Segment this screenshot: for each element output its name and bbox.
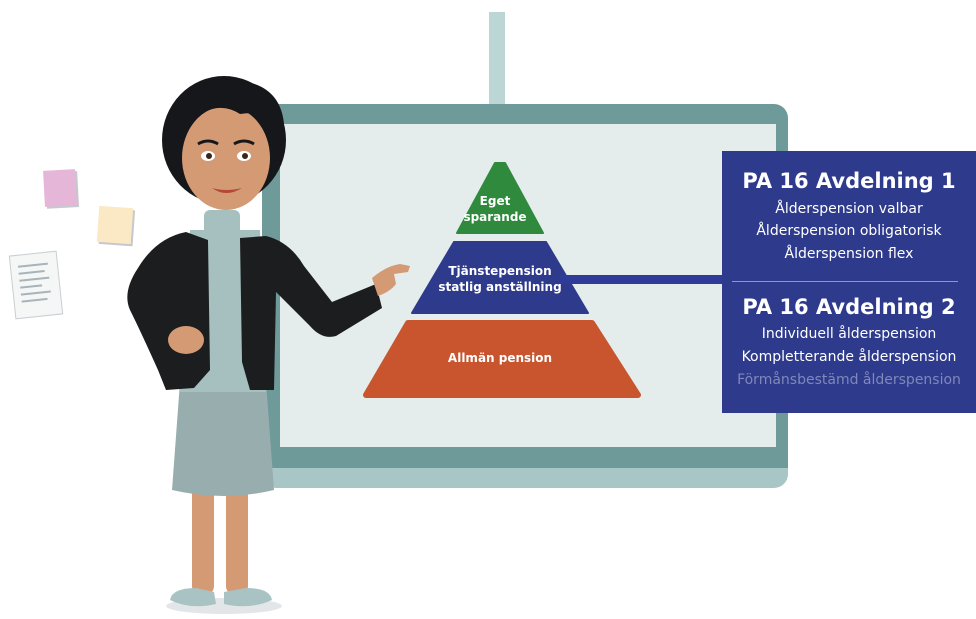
left-shoe [170,588,216,607]
pyramid-tier-top [456,162,544,234]
left-brow [197,139,219,146]
connector-line [560,275,740,284]
pyramid-label-middle: Tjänstepension statlig anställning [430,263,570,295]
section1-item: Ålderspension obligatorisk [756,223,942,239]
pyramid-top-text: Eget sparande [463,194,527,224]
pyramid-middle-line2: statlig anställning [438,280,562,294]
section2-item: Individuell ålderspension [761,326,937,342]
section1-item: Ålderspension valbar [775,201,923,217]
section1-title: PA 16 Avdelning 1 [742,169,956,193]
jacket-left [127,232,210,390]
pointing-hand [372,264,410,296]
right-leg [226,470,248,595]
info-panel: PA 16 Avdelning 1 Ålderspension valbar Å… [722,151,976,413]
pyramid-tier-middle [411,241,589,314]
document-paper [8,250,64,320]
turtleneck [204,210,240,244]
presenter-illustration [127,76,410,614]
panel-divider [732,281,958,282]
pyramid-label-top: Eget sparande [455,193,535,225]
right-shoe [224,588,272,607]
smile [212,188,242,193]
section1-item: Ålderspension flex [784,246,914,262]
pyramid-middle-line1: Tjänstepension [448,264,552,278]
hair-top [172,79,284,132]
pyramid-label-bottom: Allmän pension [430,350,570,366]
right-brow [233,139,255,146]
jacket-right [240,236,382,390]
section2-item: Kompletterande ålderspension [741,349,957,365]
whiteboard-base [262,468,788,488]
section2-title: PA 16 Avdelning 2 [742,295,956,319]
sticky-note-pink [43,169,77,207]
left-leg [192,470,214,595]
face [182,106,270,210]
pyramid-bottom-text: Allmän pension [447,351,553,365]
section2-item: Förmånsbestämd ålderspension [737,372,961,388]
board-pole [489,12,505,108]
hip-hand [168,326,204,354]
pension-pyramid [363,162,641,398]
skirt [172,382,274,496]
pyramid-tier-bottom [363,320,641,398]
